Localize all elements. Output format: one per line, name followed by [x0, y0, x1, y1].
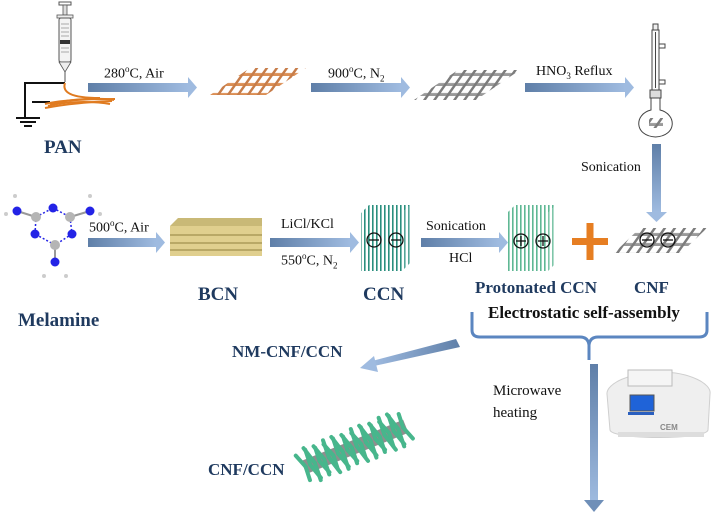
microwave-line-2: heating: [493, 405, 538, 421]
microwave-line-1: Microwave: [493, 383, 562, 399]
label-bcn: BCN: [198, 284, 239, 305]
bristle: [384, 412, 401, 432]
reflux-flask-icon: [638, 23, 673, 138]
degree-sign: o: [110, 218, 115, 228]
microwave-reactor-icon: [606, 369, 711, 438]
bristle: [339, 433, 354, 450]
protonated-ccn-positive-charge-icons: [513, 233, 551, 249]
condition-900c-n2: 900oC, N2: [328, 64, 384, 83]
cnf-ccn-brush-icon: [293, 412, 415, 483]
syringe-icon: [56, 1, 74, 82]
degree-sign: o: [125, 64, 130, 74]
atmosphere: C, N: [353, 66, 380, 82]
melamine-molecule-icon: [4, 194, 102, 278]
bristle: [321, 442, 336, 458]
bristle: [359, 442, 368, 460]
bristle: [340, 449, 351, 471]
ccn-negative-charge-icons: [366, 232, 404, 248]
bristle: [357, 423, 373, 443]
cnf-negative-charge-icons: [639, 232, 676, 248]
carbon-nanofiber-mat: [414, 70, 520, 100]
arrow-pan-to-fiber: [88, 77, 197, 98]
label-ccn: CCN: [363, 284, 405, 305]
process: Reflux: [570, 64, 613, 79]
bristle: [400, 425, 415, 441]
atmosphere: C, Air: [114, 220, 149, 236]
label-pan: PAN: [44, 137, 82, 158]
bristle: [329, 434, 345, 454]
label-melamine: Melamine: [18, 310, 100, 331]
bristle: [377, 419, 392, 436]
condition-500c-air: 500oC, Air: [89, 218, 149, 237]
atmosphere: C, N: [306, 253, 333, 269]
atmosphere: C, Air: [129, 66, 164, 82]
condition-sonication: Sonication: [426, 219, 486, 234]
arrow-melamine-to-bcn: [88, 232, 165, 253]
temp-value: 500: [89, 220, 110, 236]
arrow-microwave-down: [584, 364, 604, 512]
bristle: [322, 457, 332, 477]
condition-hcl: HCl: [449, 251, 473, 266]
condition-550c-n2: 550oC, N2: [281, 251, 337, 270]
temp-value: 900: [328, 66, 349, 82]
label-cnf: CNF: [634, 278, 669, 297]
subscript: 3: [566, 70, 571, 81]
temp-value: 550: [281, 253, 302, 269]
bristle: [303, 464, 312, 483]
condition-280c-air: 280oC, Air: [104, 64, 164, 83]
bristle: [396, 412, 405, 430]
subscript: 2: [379, 73, 385, 84]
reagent: HNO: [536, 64, 567, 79]
arrow-sonication-down: [646, 144, 667, 222]
bristle: [301, 446, 317, 465]
label-electrostatic-self-assembly: Electrostatic self-assembly: [488, 303, 680, 322]
bristle: [387, 431, 396, 449]
assembly-brace: [470, 312, 709, 360]
pan-nanofiber-mat: [210, 68, 306, 95]
bristle: [368, 438, 379, 460]
degree-sign: o: [349, 64, 354, 74]
bristle: [367, 421, 382, 439]
arrow-to-nm-cnf-ccn: [360, 339, 460, 372]
condition-hno3-reflux: HNO3 Reflux: [536, 64, 612, 81]
subscript: 2: [332, 260, 338, 271]
arrow-bcn-to-ccn: [270, 232, 359, 253]
bristle: [331, 453, 340, 471]
pan-fiber-jet: [44, 82, 116, 109]
label-nm-cnf-ccn: NM-CNF/CCN: [232, 342, 343, 361]
bristle: [312, 460, 323, 483]
bristle: [377, 434, 387, 454]
condition-licl-kcl: LiCl/KCl: [281, 217, 334, 232]
bristle: [349, 431, 364, 447]
label-cnf-ccn: CNF/CCN: [208, 460, 285, 479]
condition-sonication-cnf: Sonication: [581, 160, 641, 175]
bristle: [350, 446, 360, 466]
microwave-brand-text: CEM: [660, 423, 678, 432]
arrow-fiber-to-carbon: [311, 77, 410, 98]
bristle: [293, 453, 308, 469]
arrow-ccn-to-protonated: [421, 232, 508, 253]
bristle: [311, 444, 327, 462]
plus-icon: [572, 223, 608, 260]
ground-circuit-icon: [16, 82, 65, 127]
temp-value: 280: [104, 66, 125, 82]
arrow-to-reflux: [525, 77, 634, 98]
label-protonated-ccn: Protonated CCN: [475, 278, 597, 297]
condition-microwave-heating: Microwave heating: [493, 380, 561, 424]
degree-sign: o: [302, 251, 307, 261]
bcn-layers-icon: [170, 218, 262, 256]
bristle: [396, 427, 407, 449]
